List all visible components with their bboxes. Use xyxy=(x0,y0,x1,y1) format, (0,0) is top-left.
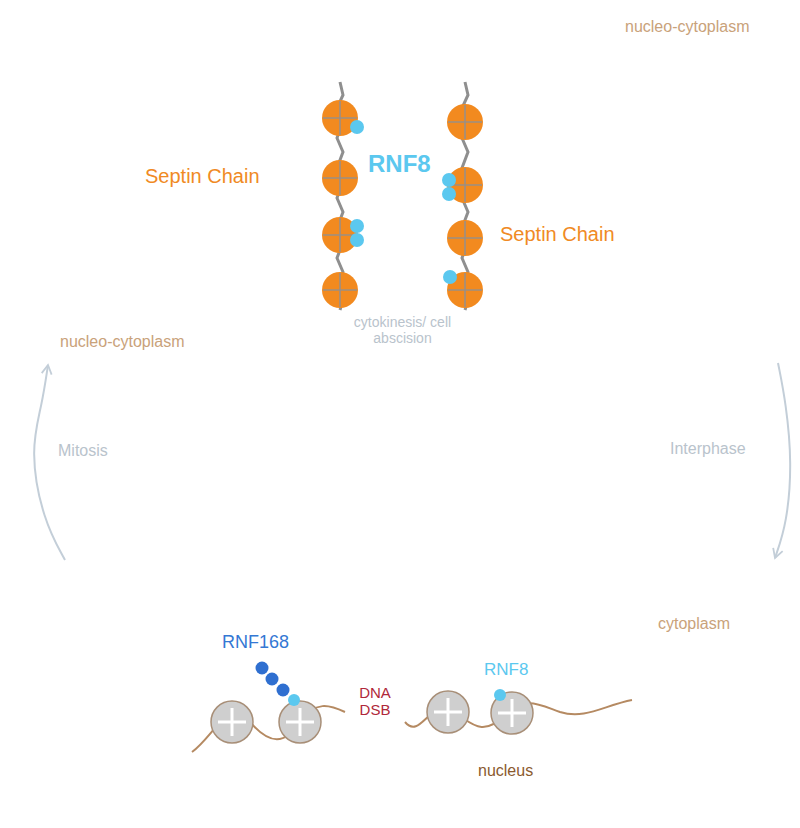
cycle-arrow xyxy=(34,365,65,560)
protein-label: RNF168 xyxy=(222,632,289,653)
node-text: nucleo-cytoplasm xyxy=(60,333,185,351)
dividing-cell: Septin Chain nucleo-cytoplasm xyxy=(40,5,402,363)
septin-chain xyxy=(442,82,483,310)
protein-label: RNF8 xyxy=(484,660,528,680)
septin-chain xyxy=(322,82,364,310)
dna-strand xyxy=(192,691,632,752)
interphase-cell-outline xyxy=(65,470,775,810)
cycle-arrow xyxy=(775,363,790,558)
node-text: Septin Chain xyxy=(500,223,615,246)
damage-label: DNA DSB xyxy=(352,684,398,719)
edge-label: Mitosis xyxy=(58,442,108,460)
interphase-cell: cytoplasm nucleus xyxy=(65,470,775,810)
process-label: cytokinesis/ cell abscision xyxy=(345,314,460,346)
cell-body xyxy=(40,5,402,363)
node-text: Septin Chain xyxy=(145,165,260,188)
cell-body xyxy=(140,580,660,800)
node-text: nucleus xyxy=(478,762,533,780)
dividing-cell-outline xyxy=(398,5,800,363)
nucleus: nucleus xyxy=(140,580,660,800)
edge-label: Interphase xyxy=(670,440,746,458)
nucleus-outline xyxy=(140,580,660,800)
cell-body xyxy=(398,5,800,363)
dividing-cell: nucleo-cytoplasmSeptin Chain xyxy=(398,5,800,363)
cell-body xyxy=(65,470,775,810)
node-text: nucleo-cytoplasm xyxy=(625,18,750,36)
protein-label: RNF8 xyxy=(368,150,431,178)
node-text: cytoplasm xyxy=(658,615,730,633)
